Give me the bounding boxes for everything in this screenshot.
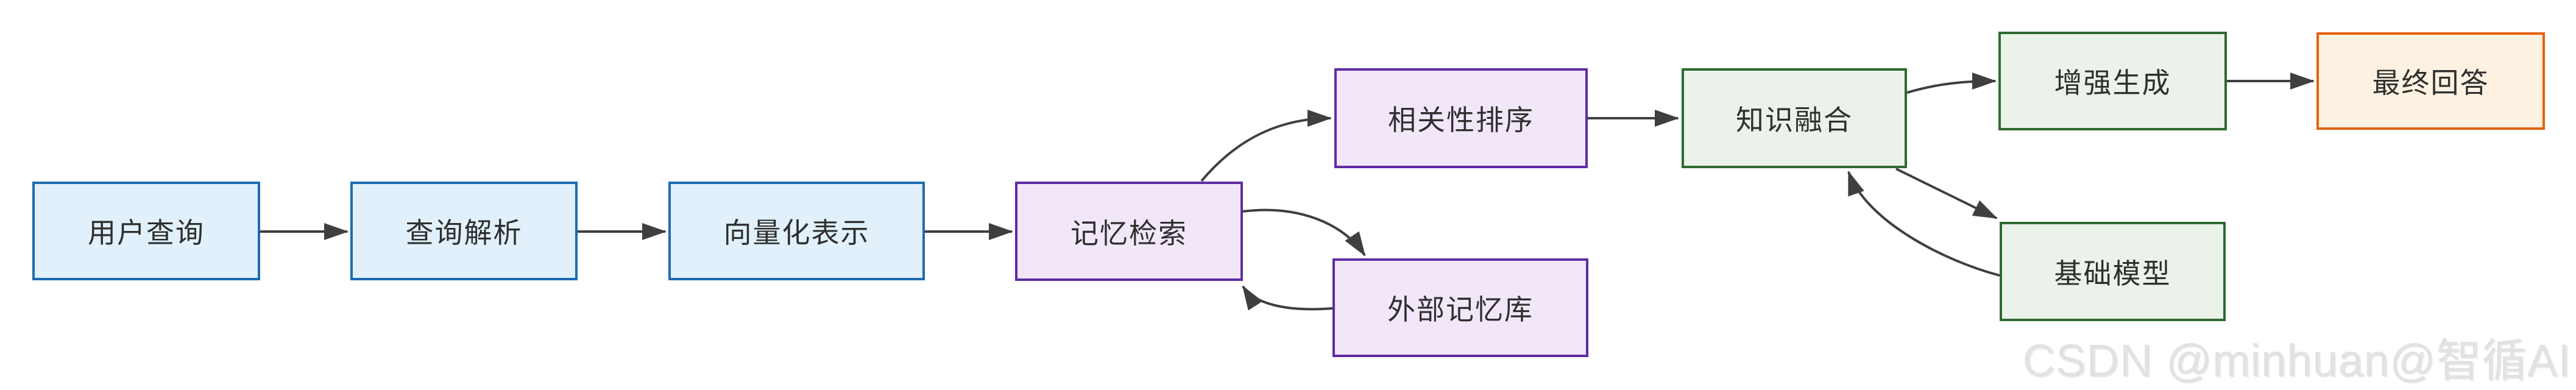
- edge-base-model-to-knowledge-fusion: [1847, 171, 2000, 277]
- edge-knowledge-fusion-to-base-model: [1895, 168, 1998, 219]
- edge-external-memory-to-memory-retrieval: [1242, 285, 1333, 311]
- csdn-watermark: CSDN @minhuan@智循AI: [2022, 335, 2571, 386]
- node-memory-retrieval: 记忆检索: [1015, 182, 1243, 281]
- node-query-parse: 查询解析: [350, 182, 578, 280]
- node-relevance-ranking: 相关性排序: [1334, 68, 1588, 168]
- node-user-query: 用户查询: [32, 182, 260, 280]
- edge-memory-retrieval-to-external-memory: [1242, 208, 1366, 257]
- node-final-answer: 最终回答: [2316, 32, 2545, 130]
- node-augmented-generation: 增强生成: [1998, 32, 2227, 130]
- node-vectorize: 向量化表示: [668, 182, 925, 280]
- edge-knowledge-fusion-to-augmented-generation: [1906, 73, 1997, 94]
- node-knowledge-fusion: 知识融合: [1682, 68, 1907, 168]
- node-external-memory: 外部记忆库: [1332, 258, 1588, 357]
- edge-memory-retrieval-to-relevance-ranking: [1200, 110, 1332, 182]
- node-base-model: 基础模型: [2000, 222, 2226, 321]
